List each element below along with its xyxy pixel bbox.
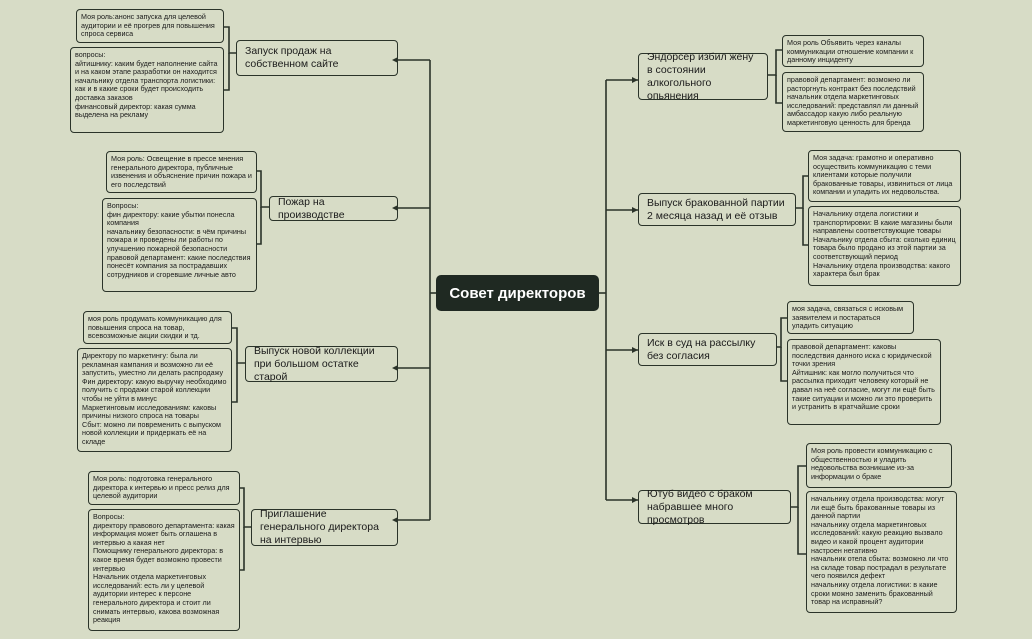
topic-youtube-video[interactable]: Ютуб видео с браком набравшее много прос…: [638, 487, 791, 526]
topic-label: Выпуск новой коллекции при большом остат…: [254, 344, 375, 383]
note-new-collection-role: моя роль продумать коммуникацию для повы…: [83, 311, 232, 344]
note-factory-fire-questions: Вопросы: фин директору: какие убытки пон…: [102, 198, 257, 292]
note-factory-fire-role: Моя роль: Освещение в прессе мнения гене…: [106, 151, 257, 193]
topic-label: Приглашение генерального директора на ин…: [260, 508, 379, 546]
note-youtube-video-questions: начальнику отдела производства: могут ли…: [806, 491, 957, 613]
topic-new-collection[interactable]: Выпуск новой коллекции при большом остат…: [245, 344, 398, 383]
topic-endorser[interactable]: Эндорсер избил жену в состоянии алкоголь…: [638, 50, 768, 102]
note-endorser-questions: правовой департамент: возможно ли растор…: [782, 72, 924, 132]
topic-site-launch[interactable]: Запуск продаж на собственном сайте: [236, 40, 398, 76]
topic-factory-fire[interactable]: Пожар на производстве: [269, 196, 398, 221]
topic-label: Иск в суд на рассылку без согласия: [647, 336, 756, 362]
topic-defective-batch[interactable]: Выпуск бракованной партии 2 месяца назад…: [638, 193, 796, 226]
note-ceo-interview-role: Моя роль: подготовка генерального директ…: [88, 471, 240, 505]
note-site-launch-role: Моя роль:анонс запуска для целевой аудит…: [76, 9, 224, 43]
topic-label: Запуск продаж на собственном сайте: [245, 45, 339, 70]
note-youtube-video-role: Моя роль провести коммуникацию с обществ…: [806, 443, 952, 488]
topic-label: Выпуск бракованной партии 2 месяца назад…: [647, 196, 785, 222]
topic-label: Ютуб видео с браком набравшее много прос…: [647, 487, 753, 526]
note-defective-batch-role: Моя задача: грамотно и оперативно осущес…: [808, 150, 961, 202]
central-topic-label: Совет директоров: [449, 284, 586, 302]
note-ceo-interview-questions: Вопросы: директору правового департамент…: [88, 509, 240, 631]
note-endorser-role: Моя роль Объявить через каналы коммуника…: [782, 35, 924, 67]
topic-label: Пожар на производстве: [278, 195, 345, 221]
note-lawsuit-questions: правовой департамент: каковы последствия…: [787, 339, 941, 425]
note-site-launch-questions: вопросы: айтишнику: каким будет наполнен…: [70, 47, 224, 133]
note-new-collection-questions: Директору по маркетингу: была ли рекламн…: [77, 348, 232, 452]
topic-ceo-interview[interactable]: Приглашение генерального директора на ин…: [251, 508, 398, 546]
topic-lawsuit[interactable]: Иск в суд на рассылку без согласия: [638, 333, 777, 366]
central-topic[interactable]: Совет директоров: [436, 275, 599, 311]
note-lawsuit-role: моя задача, связаться с исковым заявител…: [787, 301, 914, 334]
topic-label: Эндорсер избил жену в состоянии алкоголь…: [647, 50, 754, 102]
note-defective-batch-questions: Начальнику отдела логистики и транспорти…: [808, 206, 961, 286]
